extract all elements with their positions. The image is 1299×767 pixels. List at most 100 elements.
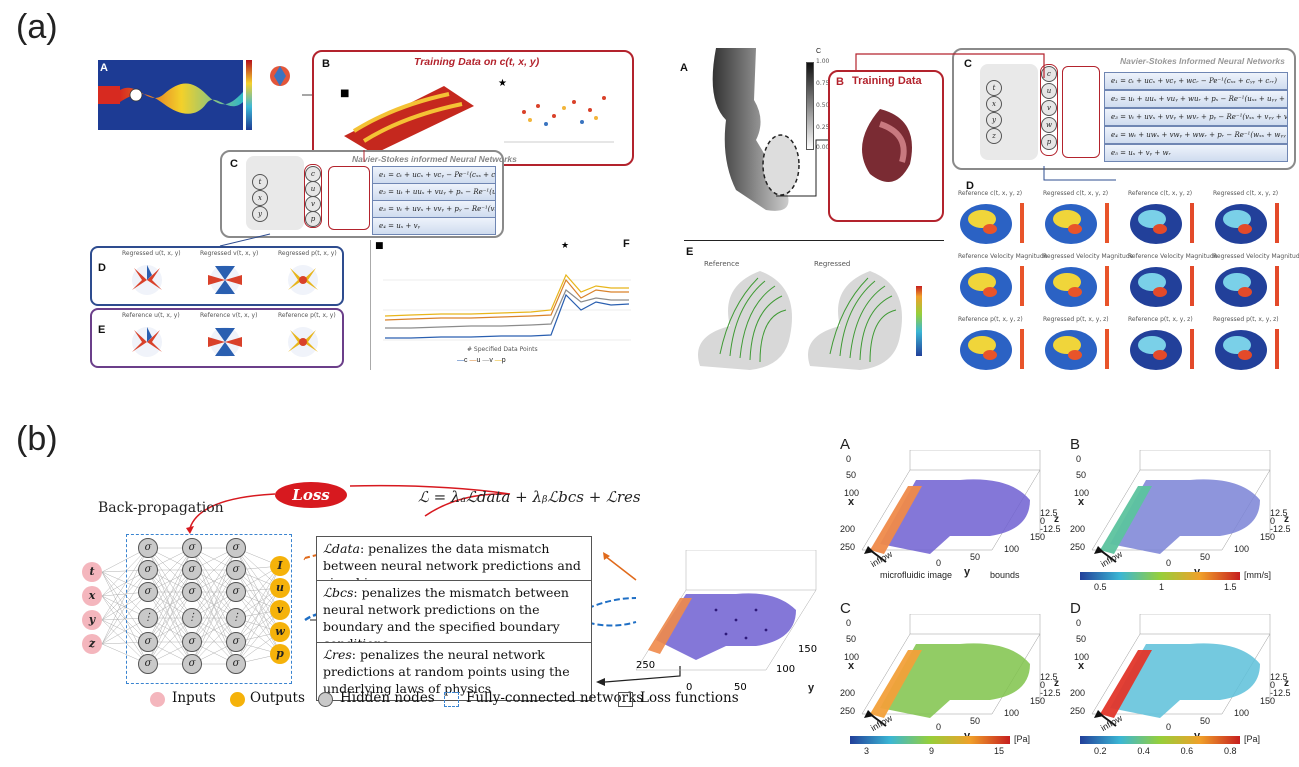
colorbar-tick: 1.5 (1224, 582, 1237, 592)
result-plot-B: B050100200250050100150xy12.50-12.5zinflo… (1070, 436, 1292, 596)
microfluidic-image-label: microfluidic image (880, 570, 953, 580)
y-tick-label: 50 (970, 552, 981, 562)
hidden-node: ⋮ (138, 608, 158, 628)
z-tick-label: 12.5 (1270, 508, 1288, 518)
y-tick-label: 100 (1234, 708, 1250, 718)
right-output-w: w (1041, 117, 1057, 133)
panel-b-tag: (b) (16, 420, 58, 458)
input-node-y: y (82, 610, 102, 630)
x-axis-label: x (1078, 496, 1085, 508)
left-input-x: x (252, 190, 268, 206)
left-D-heatmaps (132, 265, 318, 295)
input-node-z: z (82, 634, 102, 654)
colorbar-tick: 1 (1159, 582, 1165, 592)
right-D-heatmap: Regressed c(t, x, y, z) (1037, 190, 1119, 250)
z-axis-label: z (1054, 678, 1059, 689)
right-E-reference: Reference (704, 260, 740, 268)
right-D-heatmap: Regressed Velocity Magnitude (1207, 253, 1299, 313)
right-B-label: B (836, 76, 844, 88)
x-tick-label: 100 (1074, 488, 1090, 498)
right-D-heatmap-title: Regressed Velocity Magnitude (1043, 253, 1134, 260)
z-tick-label: 12.5 (1040, 672, 1058, 682)
left-C-title: Navier-Stokes informed Neural Networks (352, 154, 517, 164)
right-D-heatmap-title: Reference p(t, x, y, z) (958, 316, 1023, 323)
fully-connected-frame (126, 534, 292, 684)
y-tick-label: 100 (1004, 708, 1020, 718)
hidden-node: σ (138, 632, 158, 652)
svg-text:0: 0 (686, 682, 692, 693)
x-axis-label: x (848, 496, 855, 508)
z-tick-label: -12.5 (1270, 524, 1291, 534)
x-tick-label: 100 (844, 652, 860, 662)
panel-a-left-figure: A B Training Data on c(t, x, y) ■ ★ C Na… (90, 50, 650, 370)
left-D-box: D Regressed u(t, x, y) Regressed v(t, x,… (90, 246, 344, 306)
y-tick-label: 0 (1166, 558, 1172, 568)
legend-outputs-icon (230, 692, 245, 707)
x-tick-label: 0 (846, 618, 852, 628)
z-tick-label: 0 (1270, 680, 1276, 690)
panel-b-legend: Inputs Outputs Hidden nodes Fully-connec… (150, 688, 739, 712)
left-B-title: Training Data on c(t, x, y) (414, 56, 540, 68)
loss-term-res-head: ℒres (323, 647, 352, 662)
microfluidic-3d-sketch: 0 50 100 150 250 (635, 550, 817, 693)
right-B-training-box: B Training Data (828, 70, 944, 222)
right-eq-2: e₂ = uₜ + uuₓ + vuᵧ + wuᵣ + pₓ − Re⁻¹(uₓ… (1104, 90, 1288, 108)
z-tick-label: -12.5 (1040, 524, 1061, 534)
result-plot-label: B (1070, 436, 1081, 453)
right-input-t: t (986, 80, 1002, 96)
right-output-c: c (1041, 66, 1057, 82)
right-D-heatmap: Regressed p(t, x, y, z) (1207, 316, 1289, 376)
left-E-title-v: Reference v(t, x, y) (200, 312, 258, 319)
hidden-node: σ (138, 582, 158, 602)
hidden-node: σ (226, 582, 246, 602)
hidden-node: σ (182, 654, 202, 674)
right-A-cbar-label: C (816, 48, 822, 55)
panel-a-tag: (a) (16, 8, 58, 46)
legend-inputs-icon (150, 692, 165, 707)
result-plot-label: C (840, 600, 851, 617)
loss-term-res-text: : penalizes the neural network predictio… (323, 647, 570, 696)
input-node-t: t (82, 562, 102, 582)
colorbar (1080, 572, 1240, 580)
x-tick-label: 250 (840, 706, 856, 716)
x-tick-label: 250 (840, 542, 856, 552)
right-A-cbar-tick-0: 1.00 (816, 58, 830, 65)
svg-text:★: ★ (561, 241, 569, 251)
hidden-node: ⋮ (182, 608, 202, 628)
right-A-colorbar (806, 62, 814, 150)
hidden-node: σ (182, 538, 202, 558)
colorbar-unit: [mm/s] (1244, 570, 1271, 580)
hidden-node: σ (182, 632, 202, 652)
left-E-label: E (98, 324, 106, 336)
z-axis-label: z (1284, 678, 1289, 689)
colorbar-tick: 0.2 (1094, 746, 1107, 756)
legend-outputs: Outputs (250, 690, 305, 706)
left-F-legend: —c —u —v —p (457, 357, 506, 364)
right-equations: e₁ = cₜ + ucₓ + vcᵧ + wcᵣ − Pe⁻¹(cₓₓ + c… (1104, 72, 1288, 164)
x-tick-label: 50 (846, 634, 857, 644)
hidden-node: ⋮ (226, 608, 246, 628)
result-plot-C: C050100200250050100150xy12.50-12.5zinflo… (840, 600, 1062, 760)
backprop-label: Back-propagation (98, 500, 224, 516)
right-D-label: D (966, 180, 974, 192)
hidden-node: σ (182, 560, 202, 580)
left-eq-1: e₁ = cₜ + ucₓ + vcᵧ − Pe⁻¹(cₓₓ + cᵧᵧ) (372, 166, 496, 184)
right-A-label: A (680, 62, 688, 74)
cylinder-3d-image: ■ (340, 86, 474, 154)
left-B-label: B (322, 58, 330, 70)
left-C-label: C (230, 158, 238, 170)
left-derivative-nodes (328, 166, 370, 230)
left-E-title-u: Reference u(t, x, y) (122, 312, 180, 319)
result-plot-label: A (840, 436, 851, 453)
left-A-colorbar (246, 60, 252, 130)
microfluidic-3d-axis-y: y (808, 682, 815, 694)
loss-term-bcs-head: ℒbcs (323, 585, 354, 600)
colorbar (1080, 736, 1240, 744)
aneurysm-image (712, 48, 800, 211)
x-tick-label: 200 (840, 524, 856, 534)
x-tick-label: 0 (846, 454, 852, 464)
left-eq-4: e₄ = uₓ + vᵧ (372, 217, 496, 235)
z-tick-label: 12.5 (1040, 508, 1058, 518)
result-plot-surface (861, 450, 1041, 563)
z-tick-label: 12.5 (1270, 672, 1288, 682)
